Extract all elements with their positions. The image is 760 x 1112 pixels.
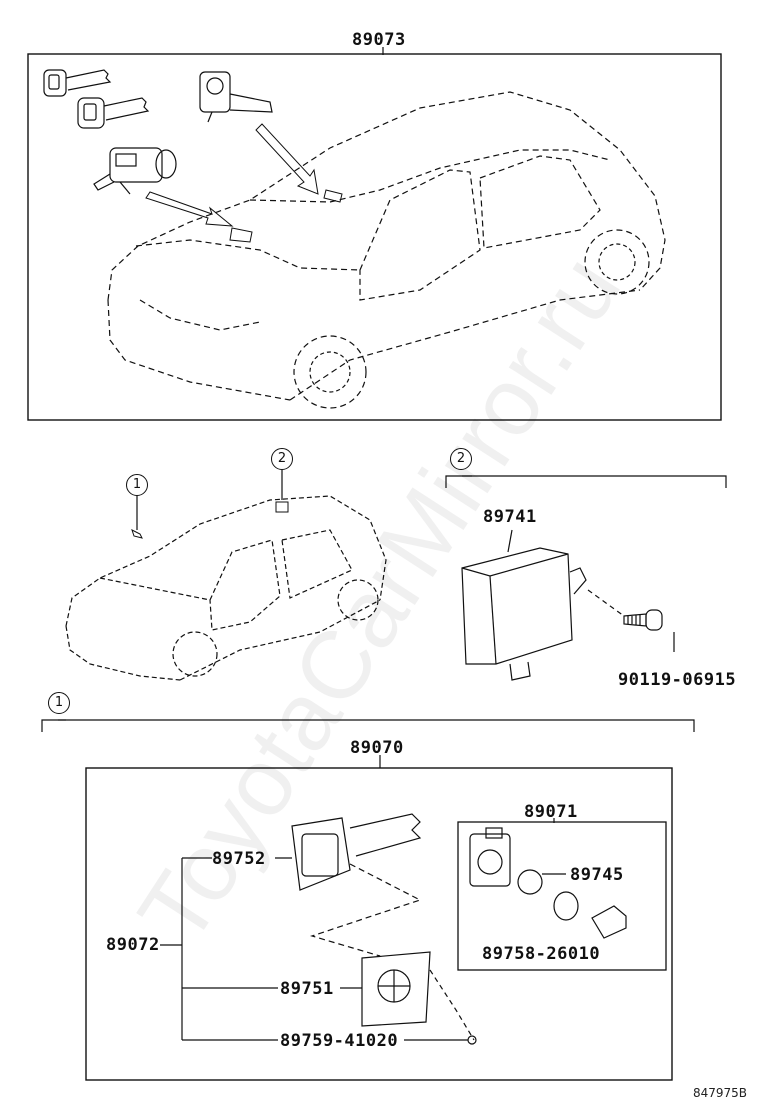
label-ring-part: 89758-26010 xyxy=(482,944,601,964)
pointer-arrow xyxy=(145,191,234,227)
label-kit-bottom: 89070 xyxy=(350,738,404,758)
bracket-1 xyxy=(41,719,695,732)
callout-2-car: 2 xyxy=(271,448,293,470)
label-ecu: 89741 xyxy=(483,507,537,527)
car-outline-small xyxy=(65,495,387,681)
label-key-screw: 89759-41020 xyxy=(280,1031,399,1051)
door-lock-cylinder-icon xyxy=(93,147,177,195)
key-icon xyxy=(43,69,112,97)
label-cylinder-set: 89071 xyxy=(524,802,578,822)
reference-code: 847975B xyxy=(693,1086,748,1100)
key-blank-icon xyxy=(291,813,422,891)
lock-cylinder-small-icon xyxy=(469,827,511,887)
ignition-cylinder-icon xyxy=(199,71,273,123)
cylinder-set-frame xyxy=(457,821,667,971)
car-outline-large xyxy=(107,91,666,401)
clip-icon xyxy=(591,905,627,939)
ring-icon xyxy=(553,891,579,921)
car-wheel-rear xyxy=(584,229,650,295)
callout-2-bracket: 2 xyxy=(450,448,472,470)
car-wheel-front-small xyxy=(172,631,218,677)
ecu-module-icon xyxy=(461,547,587,681)
bottom-frame xyxy=(85,767,673,1081)
bracket-2 xyxy=(445,475,727,488)
plug-icon xyxy=(517,869,543,895)
car-wheel-front xyxy=(293,335,367,409)
label-plug: 89745 xyxy=(570,865,624,885)
screw-icon xyxy=(623,609,663,631)
label-screw: 90119-06915 xyxy=(618,670,737,690)
key-icon xyxy=(77,97,150,129)
small-screw-icon xyxy=(467,1035,477,1045)
car-wheel-rear-small xyxy=(337,579,379,621)
callout-1-bracket: 1 xyxy=(48,692,70,714)
label-key-assy: 89072 xyxy=(106,935,160,955)
label-key-blank: 89752 xyxy=(212,849,266,869)
pointer-arrow xyxy=(255,123,319,195)
callout-1-car: 1 xyxy=(126,474,148,496)
transponder-chip-icon xyxy=(361,951,431,1027)
top-frame xyxy=(27,53,722,421)
label-transponder: 89751 xyxy=(280,979,334,999)
label-kit-top: 89073 xyxy=(352,30,406,50)
